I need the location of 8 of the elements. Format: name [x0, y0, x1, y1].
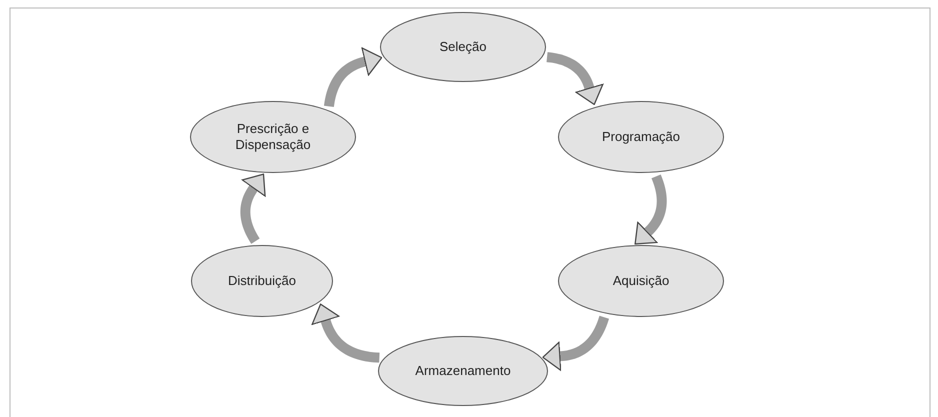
node-label: Programação [602, 128, 680, 146]
node-label: Aquisição [612, 272, 670, 290]
node-label: Distribuição [228, 272, 296, 290]
node-label: Armazenamento [415, 362, 511, 380]
node-label: Prescrição e Dispensação [234, 120, 312, 154]
node-label: Seleção [440, 38, 486, 56]
curved-arrow [312, 304, 380, 363]
curved-arrow [542, 316, 609, 371]
